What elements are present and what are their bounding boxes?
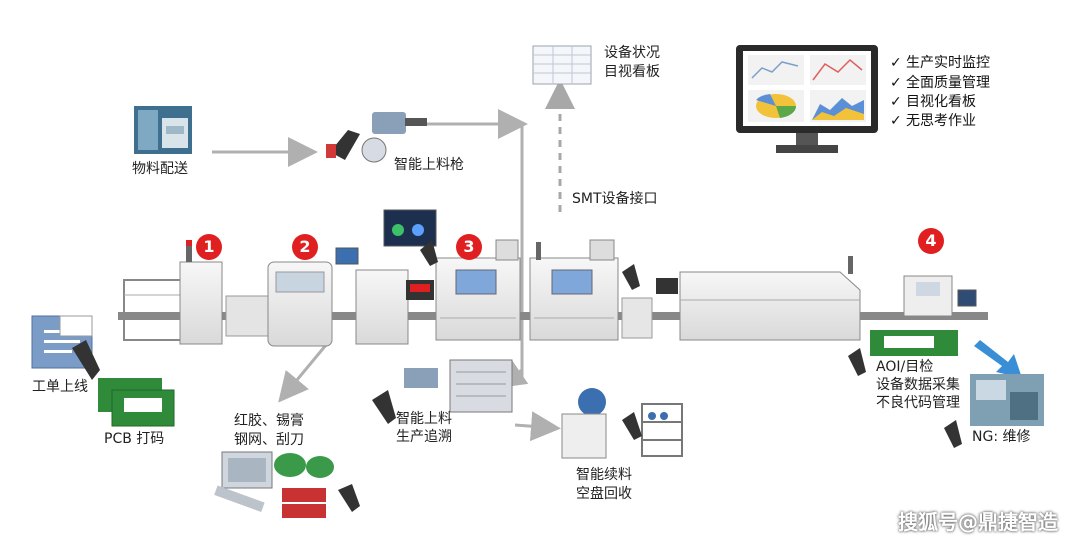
scanner-icon (420, 240, 438, 266)
label-glue-1: 红胶、锡膏 (234, 413, 304, 429)
machine-mounter-1 (435, 239, 521, 341)
machine-mounter-2 (529, 239, 619, 341)
pcb-board-icon (98, 378, 175, 427)
arrow-to-glue (278, 344, 328, 403)
checklist-item: ✓生产实时监控 (890, 55, 990, 71)
step-badge-2: 2 (292, 234, 318, 260)
label-pcb-marking: PCB 打码 (104, 431, 165, 447)
label-smt-interface: SMT设备接口 (572, 191, 658, 207)
checklist-item: ✓全面质量管理 (890, 75, 990, 91)
repair-photo-icon (970, 374, 1044, 426)
ng-arrow (974, 340, 1022, 378)
step-badge-4: 4 (918, 228, 944, 254)
machine-loader (123, 240, 223, 345)
step-badge-1: 1 (196, 234, 222, 260)
check-icon: ✓ (890, 94, 902, 110)
label-status-board-1: 设备状况 (604, 45, 660, 61)
feeder-gun-icon (326, 112, 427, 163)
work-order-icon (31, 315, 100, 380)
label-smart-feeding-1: 智能上料 (396, 411, 452, 427)
scanner-icon (622, 264, 640, 290)
label-aoi-2: 设备数据采集 (876, 377, 960, 393)
status-board-icon (532, 45, 592, 85)
label-smart-reload-2: 空盘回收 (576, 486, 632, 502)
label-status-board-2: 目视看板 (604, 64, 660, 80)
label-ng-repair: NG: 维修 (972, 429, 1031, 445)
scanner-icon (944, 420, 962, 448)
label-smart-feeder-gun: 智能上料枪 (394, 157, 464, 173)
step-badge-3: 3 (456, 234, 482, 260)
check-icon: ✓ (890, 113, 902, 129)
machine-printer (225, 247, 359, 347)
label-aoi-1: AOI/目检 (876, 359, 934, 375)
warehouse-photo-icon (134, 106, 192, 154)
machine-spi (355, 209, 437, 345)
scanner-icon (848, 348, 866, 376)
label-smart-reload-1: 智能续料 (576, 467, 632, 483)
label-aoi-3: 不良代码管理 (876, 395, 960, 411)
solder-materials-icon (214, 451, 360, 518)
watermark: 搜狐号@鼎捷智造 (898, 510, 1058, 534)
reflow-oven (621, 256, 861, 341)
label-smart-feeding-2: 生产追溯 (396, 429, 452, 445)
arrow-to-reload (514, 411, 561, 442)
label-glue-2: 钢网、刮刀 (234, 432, 304, 448)
feeding-rack-icon (372, 359, 513, 424)
checklist-item: ✓目视化看板 (890, 94, 976, 110)
check-icon: ✓ (890, 55, 902, 71)
checklist-item: ✓无思考作业 (890, 113, 976, 129)
check-icon: ✓ (890, 75, 902, 91)
reload-cart-icon (561, 388, 683, 459)
machine-aoi (870, 275, 977, 356)
label-work-order: 工单上线 (32, 379, 88, 395)
label-material-delivery: 物料配送 (132, 161, 188, 177)
dashboard-monitor-icon (736, 45, 878, 153)
